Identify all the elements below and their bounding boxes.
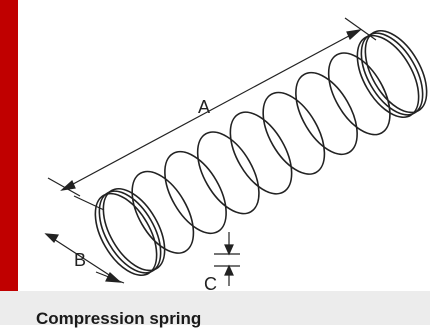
arrowhead-b-bottom — [105, 272, 122, 283]
spring-end-coil — [364, 30, 428, 114]
dimension-c — [214, 232, 240, 286]
caption-bar: Compression spring — [0, 291, 430, 328]
dimension-b — [44, 195, 125, 284]
label-b: B — [74, 250, 86, 270]
spring-coils — [94, 30, 428, 276]
spring-coil — [295, 71, 358, 156]
arrowhead-a-left — [60, 179, 76, 191]
caption: Compression spring — [36, 309, 202, 328]
accent-bar — [0, 0, 18, 291]
arrowhead-c-bottom — [224, 264, 234, 276]
spring-coil — [327, 52, 391, 136]
spring-coil — [229, 111, 293, 195]
extension-line-a-left — [47, 177, 81, 197]
dimension-line-a — [61, 29, 361, 191]
spring-end-coil — [94, 192, 158, 276]
label-a: A — [198, 97, 210, 117]
extension-line-a-right — [344, 17, 377, 41]
label-c: C — [204, 274, 217, 291]
dimension-a — [47, 17, 377, 197]
spring-end-coil — [102, 188, 166, 272]
dimension-line-b — [45, 233, 121, 283]
spring-coil — [262, 91, 326, 175]
spring-coil — [164, 150, 227, 235]
compression-spring-diagram: A B C — [24, 0, 430, 294]
arrowhead-a-right — [346, 29, 362, 41]
extension-line-b-top — [73, 195, 105, 211]
arrowhead-b-top — [44, 233, 59, 243]
spring-coil — [131, 170, 195, 254]
arrowhead-c-top — [224, 244, 234, 256]
spring-end-coil — [98, 190, 162, 274]
spring-coil — [196, 131, 260, 215]
